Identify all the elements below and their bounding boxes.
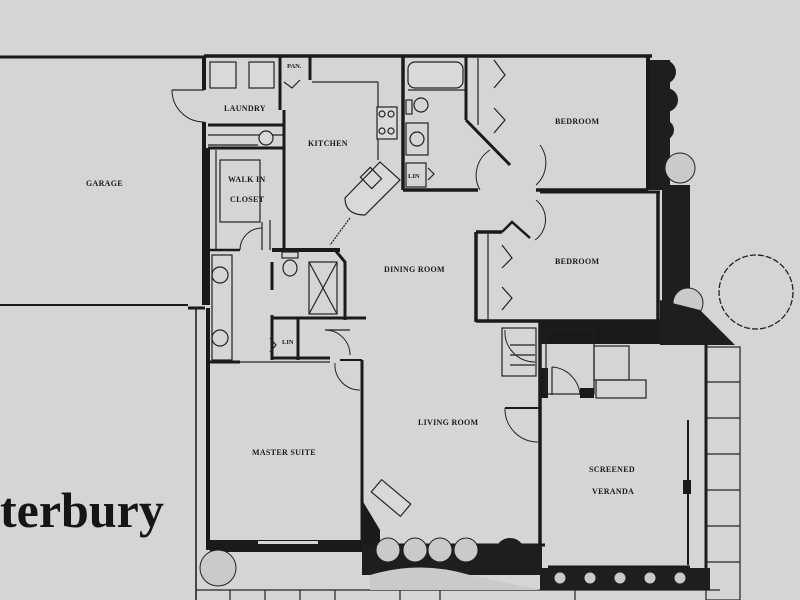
hall-bath: [401, 56, 512, 192]
label-linen-hall: LIN: [408, 173, 420, 180]
label-walk-in-closet-2: CLOSET: [230, 195, 265, 204]
label-walk-in-closet-1: WALK IN: [228, 175, 265, 184]
label-veranda-1: SCREENED: [589, 465, 635, 474]
label-veranda-2: VERANDA: [592, 487, 634, 496]
laundry-room: [208, 56, 284, 150]
label-laundry: LAUNDRY: [224, 104, 266, 113]
label-garage: GARAGE: [86, 179, 123, 188]
label-kitchen: KITCHEN: [308, 139, 348, 148]
label-pantry: PAN.: [287, 63, 302, 70]
garage: [0, 55, 206, 310]
master-suite: [208, 360, 362, 552]
patio-pavers: [705, 346, 741, 600]
bedroom-2: [474, 190, 660, 323]
label-linen-master: LIN: [282, 339, 294, 346]
label-bedroom-2: BEDROOM: [555, 257, 599, 266]
landscaping: [199, 60, 794, 590]
label-living-room: LIVING ROOM: [418, 418, 479, 427]
bedroom-1: [475, 59, 648, 192]
pantry: [283, 56, 312, 89]
kitchen: [282, 81, 401, 248]
label-dining-room: DINING ROOM: [384, 265, 445, 274]
walk-in-closet: [206, 148, 271, 305]
label-master-suite: MASTER SUITE: [252, 448, 316, 457]
plan-title: terbury: [0, 482, 164, 538]
master-bath: [211, 248, 366, 361]
label-bedroom-1: BEDROOM: [555, 117, 599, 126]
